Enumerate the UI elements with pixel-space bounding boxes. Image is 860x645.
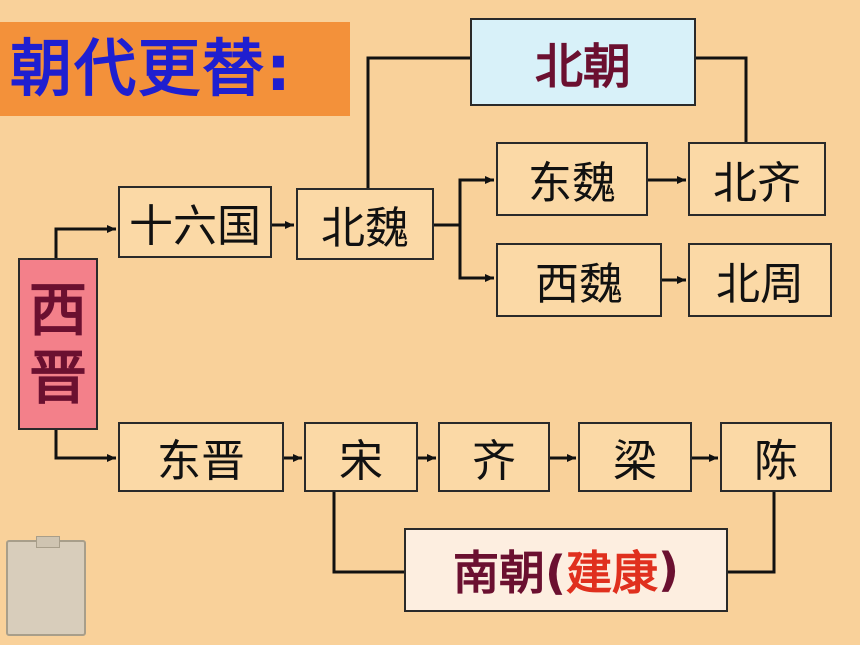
node-song: 宋 [304,422,418,492]
node-beizhou: 北周 [688,243,832,317]
paper-note-tab [36,536,60,548]
node-beichao: 北朝 [470,18,696,106]
node-nanchao-name: 南朝( [452,546,566,600]
line-chen-nanchao [728,492,776,574]
node-liang: 梁 [578,422,692,492]
node-beiwei: 北魏 [296,188,434,260]
paper-note-icon [6,536,86,636]
node-nanchao-close: ) [658,543,680,597]
arrow-beiwei-dongwei [458,176,494,225]
arrow-xijin-dongjin [54,430,116,462]
node-nanchao-capital: 建康 [566,546,658,600]
page-title: 朝代更替: [10,32,293,105]
line-beiwei-beichao [366,56,470,188]
node-chen: 陈 [720,422,832,492]
node-nanchao: 南朝(建康) [404,528,728,612]
title-banner [0,22,350,116]
arrow-beiwei-xiwei [458,225,494,282]
arrow-xijin-shiliuguo [54,225,116,258]
node-xiwei: 西魏 [496,243,662,317]
node-qi: 齐 [438,422,550,492]
node-beiqi: 北齐 [688,142,826,216]
node-xijin-char-1: 西 [28,276,87,344]
node-dongwei: 东魏 [496,142,648,216]
node-dongjin: 东晋 [118,422,284,492]
line-song-nanchao [332,492,404,574]
node-xijin: 西 晋 [18,258,98,430]
node-shiliuguo: 十六国 [118,186,272,258]
node-xijin-char-2: 晋 [28,344,87,412]
line-beichao-beiqi [696,56,748,142]
